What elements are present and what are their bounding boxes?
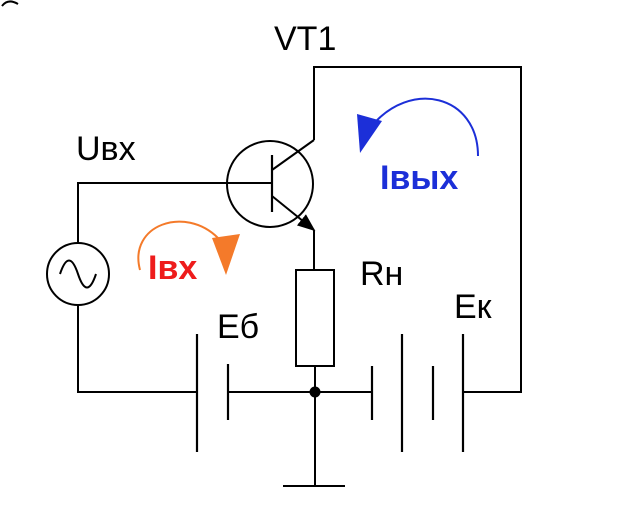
transistor-emitter-lead <box>271 195 316 232</box>
base-supply-label: Еб <box>217 308 259 346</box>
input-current-arrow <box>137 220 240 275</box>
input-current-arc <box>137 220 219 271</box>
bjt-transistor-icon <box>226 139 316 232</box>
sine-wave-icon <box>59 259 97 289</box>
transistor-circle <box>226 140 314 228</box>
output-current-arrow <box>357 97 479 157</box>
load-resistor <box>295 269 335 367</box>
load-resistor-label: Rн <box>360 255 403 293</box>
ac-source-circle <box>46 242 110 306</box>
stray-mark <box>1 0 19 7</box>
ac-source <box>46 242 110 306</box>
output-current-label: Iвых <box>380 159 458 197</box>
transistor-label: VT1 <box>274 20 336 58</box>
base-battery <box>195 334 230 452</box>
collector-battery <box>370 334 465 452</box>
input-voltage-label: Uвх <box>76 130 136 168</box>
collector-supply-label: Ек <box>454 288 493 326</box>
collector-wire <box>313 66 522 393</box>
input-current-label: Iвх <box>148 249 197 287</box>
transistor-collector-lead <box>271 139 315 171</box>
junction-node <box>309 386 321 398</box>
output-current-arc <box>369 97 479 157</box>
base-wire <box>77 182 272 243</box>
output-current-arrowhead <box>357 114 382 153</box>
source-return-wire <box>77 305 197 393</box>
input-current-arrowhead <box>212 234 240 275</box>
